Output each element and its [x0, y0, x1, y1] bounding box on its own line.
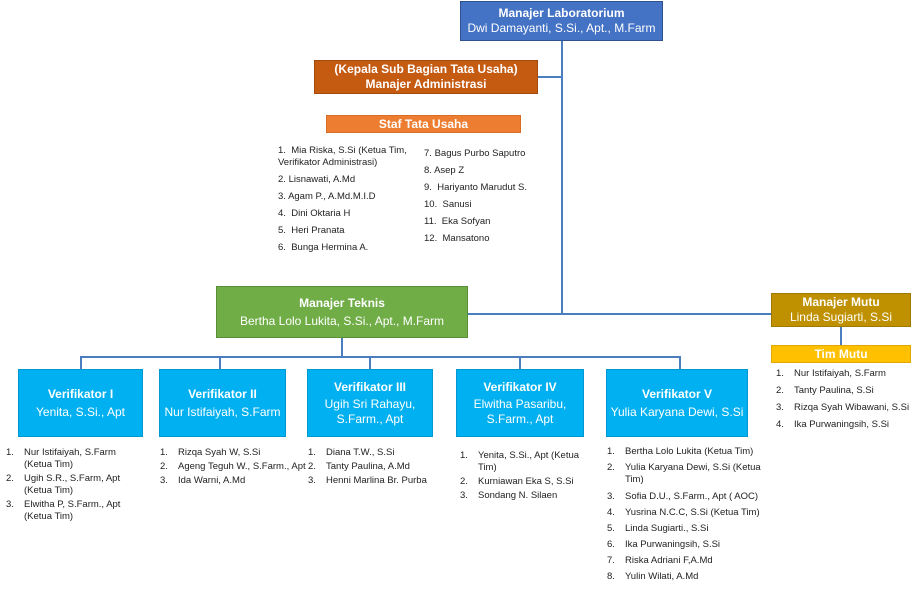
staf-tata-usaha-list-1: 1. Mia Riska, S.Si (Ketua Tim, Verifikat…	[278, 145, 418, 259]
verifikator-4-list: 1.Yenita, S.Si., Apt (Ketua Tim) 2.Kurni…	[460, 450, 600, 504]
verifikator-1-title: Verifikator I	[47, 386, 114, 401]
verifikator-3-title: Verifikator III	[333, 379, 407, 394]
list-item: 1. Mia Riska, S.Si (Ketua Tim, Verifikat…	[278, 145, 407, 168]
list-item: 2. Lisnawati, A.Md	[278, 174, 356, 185]
verifikator-2-list: 1.Rizqa Syah W, S.Si 2.Ageng Teguh W., S…	[160, 447, 308, 489]
tim-mutu-list: 1.Nur Istifaiyah, S.Farm 2.Tanty Paulina…	[776, 368, 921, 436]
verifikator-2-title: Verifikator II	[188, 386, 257, 401]
tim-mutu-box: Tim Mutu	[771, 345, 911, 363]
connector-v3	[369, 356, 371, 369]
connector-v1	[80, 356, 82, 369]
manajer-laboratorium-name: Dwi Damayanti, S.Si., Apt., M.Farm	[467, 21, 656, 35]
list-item: 3. Agam P., A.Md.M.I.D	[278, 191, 376, 202]
list-item: 2.Tanty Paulina, S.Si	[776, 385, 874, 396]
verifikator-5-list: 1.Bertha Lolo Lukita (Ketua Tim) 2.Yulia…	[607, 446, 767, 583]
verifikator-2-box: Verifikator II Nur Istifaiyah, S.Farm	[159, 369, 286, 437]
manajer-laboratorium-title: Manajer Laboratorium	[498, 6, 625, 20]
staf-tata-usaha-box: Staf Tata Usaha	[326, 115, 521, 133]
verifikator-1-name: Yenita, S.Si., Apt	[36, 404, 125, 419]
connector-mutu-to-tim	[840, 327, 842, 345]
list-item: 3.Sofia D.U., S.Farm., Apt ( AOC)	[607, 491, 759, 502]
list-item: 3.Henni Marlina Br. Purba	[308, 475, 427, 486]
list-item: 4. Dini Oktaria H	[278, 208, 351, 219]
list-item: 7.Riska Adriani F,A.Md	[607, 555, 713, 566]
verifikator-4-box: Verifikator IV Elwitha Pasaribu, S.Farm.…	[456, 369, 584, 437]
list-item: 3.Ida Warni, A.Md	[160, 475, 246, 486]
list-item: 3.Sondang N. Silaen	[460, 490, 558, 501]
verifikator-5-box: Verifikator V Yulia Karyana Dewi, S.Si	[606, 369, 748, 437]
connector-v4	[519, 356, 521, 369]
verifikator-3-box: Verifikator III Ugih Sri Rahayu, S.Farm.…	[307, 369, 433, 437]
connector-teknis-down	[341, 338, 343, 356]
verifikator-3-list: 1.Diana T.W., S.Si 2.Tanty Paulina, A.Md…	[308, 447, 453, 489]
staf-tata-usaha-list-2: 7. Bagus Purbo Saputro 8. Asep Z 9. Hari…	[424, 148, 554, 250]
list-item: 11. Eka Sofyan	[424, 216, 491, 227]
list-item: 1.Bertha Lolo Lukita (Ketua Tim)	[607, 446, 754, 457]
verifikator-2-name: Nur Istifaiyah, S.Farm	[164, 404, 281, 419]
list-item: 2.Kurniawan Eka S, S.Si	[460, 476, 574, 487]
manajer-mutu-box: Manajer Mutu Linda Sugiarti, S.Si	[771, 293, 911, 327]
list-item: 12. Mansatono	[424, 233, 490, 244]
list-item: 2.Yulia Karyana Dewi, S.Si (Ketua Tim)	[607, 462, 761, 485]
list-item: 2.Ageng Teguh W., S.Farm., Apt	[160, 461, 306, 472]
list-item: 6. Bunga Hermina A.	[278, 242, 369, 253]
manajer-administrasi-name: Manajer Administrasi	[365, 77, 487, 91]
connector-verifikator-bar	[80, 356, 681, 358]
list-item: 1.Nur Istifaiyah, S.Farm	[776, 368, 886, 379]
list-item: 7. Bagus Purbo Saputro	[424, 148, 526, 159]
connector-lab-to-teknis	[561, 40, 563, 314]
list-item: 2.Ugih S.R., S.Farm, Apt (Ketua Tim)	[6, 473, 121, 496]
verifikator-4-name: Elwitha Pasaribu, S.Farm., Apt	[473, 396, 567, 426]
verifikator-1-box: Verifikator I Yenita, S.Si., Apt	[18, 369, 143, 437]
list-item: 8.Yulin Wilati, A.Md	[607, 571, 699, 582]
manajer-teknis-title: Manajer Teknis	[299, 295, 385, 310]
manajer-mutu-title: Manajer Mutu	[802, 295, 880, 309]
connector-v2	[219, 356, 221, 369]
manajer-teknis-box: Manajer Teknis Bertha Lolo Lukita, S.Si.…	[216, 286, 468, 338]
list-item: 2.Tanty Paulina, A.Md	[308, 461, 410, 472]
list-item: 4.Ika Purwaningsih, S.Si	[776, 419, 890, 430]
list-item: 4.Yusrina N.C.C, S.Si (Ketua Tim)	[607, 507, 760, 518]
list-item: 1.Diana T.W., S.Si	[308, 447, 395, 458]
list-item: 1.Rizqa Syah W, S.Si	[160, 447, 261, 458]
verifikator-5-name: Yulia Karyana Dewi, S.Si	[610, 404, 744, 419]
manajer-teknis-name: Bertha Lolo Lukita, S.Si., Apt., M.Farm	[239, 313, 445, 328]
manajer-laboratorium-box: Manajer Laboratorium Dwi Damayanti, S.Si…	[460, 1, 663, 41]
verifikator-3-name: Ugih Sri Rahayu, S.Farm., Apt	[324, 396, 416, 426]
connector-v5	[679, 356, 681, 369]
staf-tata-usaha-title: Staf Tata Usaha	[378, 116, 469, 131]
list-item: 9. Hariyanto Marudut S.	[424, 182, 527, 193]
list-item: 1.Yenita, S.Si., Apt (Ketua Tim)	[460, 450, 580, 473]
list-item: 8. Asep Z	[424, 165, 465, 176]
tim-mutu-title: Tim Mutu	[814, 346, 868, 361]
list-item: 1.Nur Istifaiyah, S.Farm (Ketua Tim)	[6, 447, 116, 470]
connector-lab-to-admin	[538, 76, 563, 78]
list-item: 5. Heri Pranata	[278, 225, 345, 236]
manajer-administrasi-box: (Kepala Sub Bagian Tata Usaha) Manajer A…	[314, 60, 538, 94]
verifikator-5-title: Verifikator V	[641, 386, 713, 401]
list-item: 3.Rizqa Syah Wibawani, S.Si	[776, 402, 910, 413]
list-item: 10. Sanusi	[424, 199, 472, 210]
manajer-mutu-name: Linda Sugiarti, S.Si	[789, 310, 893, 324]
list-item: 3.Elwitha P, S.Farm., Apt (Ketua Tim)	[6, 499, 121, 522]
verifikator-4-title: Verifikator IV	[483, 379, 557, 394]
list-item: 6.Ika Purwaningsih, S.Si	[607, 539, 721, 550]
manajer-administrasi-title: (Kepala Sub Bagian Tata Usaha)	[334, 62, 518, 76]
verifikator-1-list: 1.Nur Istifaiyah, S.Farm (Ketua Tim) 2.U…	[6, 447, 146, 525]
list-item: 5.Linda Sugiarti., S.Si	[607, 523, 709, 534]
connector-mutu	[468, 313, 771, 315]
